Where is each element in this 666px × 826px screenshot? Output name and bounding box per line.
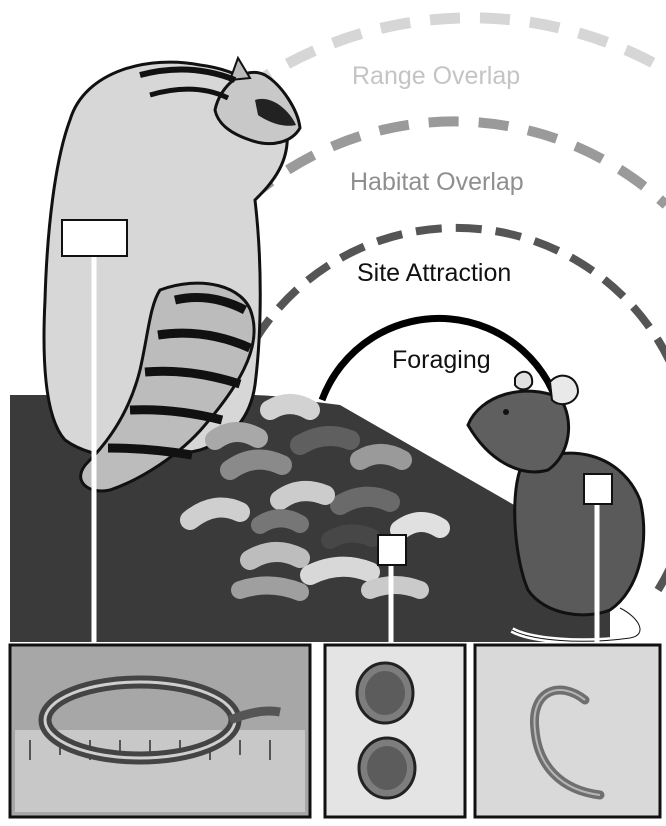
range-overlap-label: Range Overlap	[352, 62, 520, 91]
pointer-box	[62, 220, 127, 256]
eggs-panel	[325, 645, 465, 817]
mouse-eye	[503, 409, 509, 415]
larva-panel	[475, 645, 660, 817]
egg-inner	[367, 746, 407, 790]
mouse-ear	[515, 372, 532, 390]
mouse-ear	[550, 376, 578, 404]
site-attraction-label: Site Attraction	[357, 259, 511, 288]
habitat-overlap-label: Habitat Overlap	[350, 168, 524, 197]
foraging-label: Foraging	[392, 346, 491, 375]
pointer-box	[378, 535, 406, 565]
pointer-box	[584, 474, 612, 504]
mouse-head	[468, 391, 569, 472]
egg-inner	[365, 671, 405, 715]
mouse-body	[515, 453, 644, 615]
adult-roundworm-panel	[10, 645, 310, 817]
